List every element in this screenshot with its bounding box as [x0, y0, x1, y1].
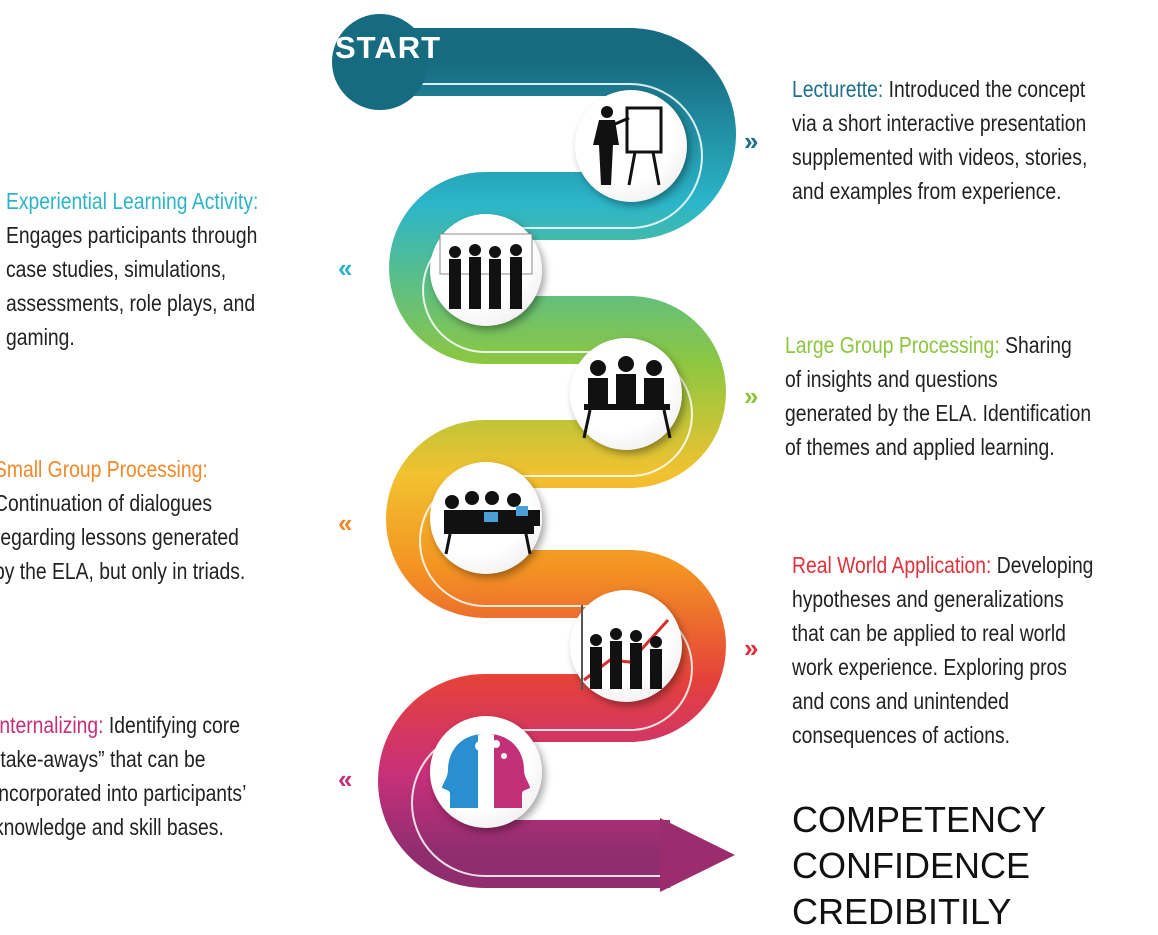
- end-arrowhead: [660, 818, 735, 892]
- step-text: knowledge and skill bases.: [0, 814, 224, 840]
- step-title: Large Group Processing:: [785, 332, 1000, 358]
- chevron-right-icon: »: [744, 126, 759, 156]
- step-lecturette: Lecturette: Introduced the concept via a…: [792, 72, 1087, 208]
- business-team-growth-chart-icon: [570, 590, 682, 702]
- step-text: gaming.: [6, 324, 75, 350]
- step-text: via a short interactive presentation: [792, 110, 1087, 136]
- step-internalizing: Internalizing: Identifying core “take-aw…: [0, 708, 246, 844]
- step-text: that can be applied to real world: [792, 620, 1066, 646]
- step-title: Internalizing:: [0, 712, 104, 738]
- step-text: work experience. Exploring pros: [792, 654, 1067, 680]
- meeting-table-icon: [570, 338, 682, 450]
- step-title: Small Group Processing:: [0, 456, 208, 482]
- chevron-left-icon: «: [338, 508, 353, 538]
- step-text: Introduced the concept: [883, 76, 1086, 102]
- chevron-left-icon: «: [338, 253, 353, 283]
- road-band: [378, 27, 736, 888]
- outcome-credibility: CREDIBITILY: [792, 891, 1012, 932]
- step-text: generated by the ELA. Identification: [785, 400, 1092, 426]
- step-text: “take-aways” that can be: [0, 746, 206, 772]
- step-text: case studies, simulations,: [6, 256, 227, 282]
- step-text: hypotheses and generalizations: [792, 586, 1064, 612]
- chevron-right-icon: »: [744, 381, 759, 411]
- step-text: Identifying core: [103, 712, 240, 738]
- step-text: Continuation of dialogues: [0, 490, 213, 516]
- step-text: of insights and questions: [785, 366, 998, 392]
- step-text: of themes and applied learning.: [785, 434, 1055, 460]
- step-title: Real World Application:: [792, 552, 992, 578]
- step-title: Experiential Learning Activity:: [6, 188, 259, 214]
- step-title: Lecturette:: [792, 76, 884, 102]
- step-text: supplemented with videos, stories,: [792, 144, 1088, 170]
- step-text: and cons and unintended: [792, 688, 1010, 714]
- step-text: regarding lessons generated: [0, 524, 239, 550]
- step-small-group: Small Group Processing: Continuation of …: [0, 452, 245, 588]
- puzzle-heads-icon: [430, 716, 542, 828]
- outcome-confidence: CONFIDENCE: [792, 845, 1031, 886]
- presenter-whiteboard-icon: [575, 90, 687, 202]
- step-text: by the ELA, but only in triads.: [0, 558, 246, 584]
- step-text: Developing: [991, 552, 1094, 578]
- step-text: Engages participants through: [6, 222, 258, 248]
- start-cap: [332, 14, 428, 110]
- conference-table-icon: [430, 462, 542, 574]
- step-experiential-learning: Experiential Learning Activity: Engages …: [6, 184, 258, 354]
- step-text: incorporated into participants’: [0, 780, 247, 806]
- step-text: assessments, role plays, and: [6, 290, 256, 316]
- start-label: START: [335, 30, 442, 65]
- step-large-group: Large Group Processing: Sharing of insig…: [785, 328, 1091, 464]
- outcome-competency: COMPETENCY: [792, 799, 1047, 840]
- step-text: consequences of actions.: [792, 722, 1011, 748]
- step-text: and examples from experience.: [792, 178, 1062, 204]
- chevron-right-icon: »: [744, 633, 759, 663]
- step-text: Sharing: [999, 332, 1072, 358]
- step-real-world: Real World Application: Developing hypot…: [792, 548, 1093, 752]
- group-discussion-icon: [430, 214, 542, 326]
- chevron-left-icon: «: [338, 764, 353, 794]
